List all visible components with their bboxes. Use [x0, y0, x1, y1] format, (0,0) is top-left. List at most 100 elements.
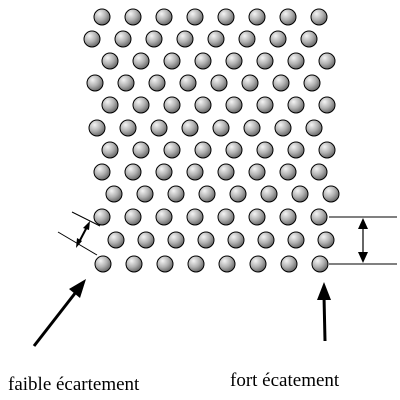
lattice-ball: [248, 208, 266, 226]
lattice-ball: [88, 119, 106, 137]
lattice-ball: [218, 255, 236, 273]
label-faible-ecartement: faible écartement: [8, 374, 140, 395]
lattice-ball: [238, 30, 256, 48]
lattice-ball: [194, 141, 212, 159]
lattice-ball: [194, 96, 212, 114]
lattice-ball: [225, 141, 243, 159]
lattice-ball: [280, 255, 298, 273]
lattice-ball: [124, 163, 142, 181]
lattice-ball: [167, 185, 185, 203]
small-spacing-arrowhead-top: [83, 221, 90, 230]
lattice-ball: [318, 52, 336, 70]
lattice-ball: [101, 141, 119, 159]
lattice-ball: [83, 30, 101, 48]
lattice-ball: [136, 185, 154, 203]
lattice-ball: [300, 30, 318, 48]
lattice-ball: [318, 141, 336, 159]
lattice-ball: [137, 231, 155, 249]
lattice-ball: [229, 185, 247, 203]
lattice-ball: [163, 141, 181, 159]
lattice-ball: [256, 52, 274, 70]
lattice-ball: [217, 163, 235, 181]
lattice-ball: [225, 52, 243, 70]
lattice-ball: [155, 8, 173, 26]
lattice-ball: [210, 74, 228, 92]
lattice-ball: [150, 119, 168, 137]
lattice-ball: [163, 52, 181, 70]
lattice-ball: [93, 163, 111, 181]
lattice-ball: [248, 8, 266, 26]
lattice-ball: [243, 119, 261, 137]
lattice-ball: [225, 96, 243, 114]
lattice-ball: [179, 74, 197, 92]
lattice-ball: [287, 141, 305, 159]
lattice-ball: [167, 231, 185, 249]
large-spacing-arrowhead-top: [358, 218, 368, 229]
lattice-ball: [101, 52, 119, 70]
pointer-arrow-right: [317, 282, 331, 342]
lattice-ball: [124, 8, 142, 26]
lattice-ball: [145, 30, 163, 48]
lattice-ball: [212, 119, 230, 137]
lattice-ball: [279, 8, 297, 26]
lattice-ball: [186, 163, 204, 181]
lattice-ball: [249, 255, 267, 273]
lattice-ball: [248, 163, 266, 181]
lattice-ball: [291, 185, 309, 203]
lattice-ball: [303, 74, 321, 92]
lattice-ball: [322, 185, 340, 203]
lattice-ball: [260, 185, 278, 203]
lattice-ball: [107, 231, 125, 249]
small-spacing-indicator: [57, 211, 101, 256]
lattice-ball: [274, 119, 292, 137]
lattice-ball: [117, 74, 135, 92]
lattice-ball: [305, 119, 323, 137]
lattice-ball: [194, 52, 212, 70]
lattice-ball: [198, 185, 216, 203]
lattice-ball: [125, 255, 143, 273]
lattice-ball: [217, 8, 235, 26]
lattice-ball: [163, 96, 181, 114]
lattice-ball: [101, 96, 119, 114]
lattice-ball: [256, 96, 274, 114]
lattice-ball: [287, 231, 305, 249]
lattice-ball: [148, 74, 166, 92]
lattice-ball: [181, 119, 199, 137]
lattice-ball: [207, 30, 225, 48]
lattice-ball: [257, 231, 275, 249]
lattice-ball: [318, 96, 336, 114]
lattice-ball: [287, 96, 305, 114]
lattice-ball: [132, 52, 150, 70]
lattice-ball: [187, 255, 205, 273]
large-spacing-indicator: [329, 216, 397, 265]
small-spacing-arrowhead-bottom: [76, 238, 82, 248]
lattice-ball: [155, 208, 173, 226]
lattice-ball: [272, 74, 290, 92]
lattice-ball: [310, 8, 328, 26]
lattice-ball: [287, 52, 305, 70]
lattice-ball: [217, 208, 235, 226]
lattice-ball: [176, 30, 194, 48]
lattice-ball: [279, 208, 297, 226]
lattice-ball: [132, 141, 150, 159]
lattice-ball: [114, 30, 132, 48]
lattice-ball: [311, 255, 329, 273]
lattice-ball: [279, 163, 297, 181]
lattice-ball: [156, 255, 174, 273]
label-fort-ecartement: fort écatement: [230, 370, 340, 391]
lattice-ball: [132, 96, 150, 114]
lattice-ball: [310, 208, 328, 226]
lattice-ball: [310, 163, 328, 181]
lattice-ball: [186, 208, 204, 226]
spacing-extension-line-top: [71, 211, 101, 227]
lattice-ball: [93, 8, 111, 26]
lattice-ball: [197, 231, 215, 249]
large-spacing-arrowhead-bottom: [358, 252, 368, 263]
lattice-ball: [124, 208, 142, 226]
ball-lattice: [83, 8, 340, 273]
lattice-ball: [119, 119, 137, 137]
lattice-ball: [317, 231, 335, 249]
pointer-arrow-left: [32, 279, 86, 347]
lattice-ball: [86, 74, 104, 92]
